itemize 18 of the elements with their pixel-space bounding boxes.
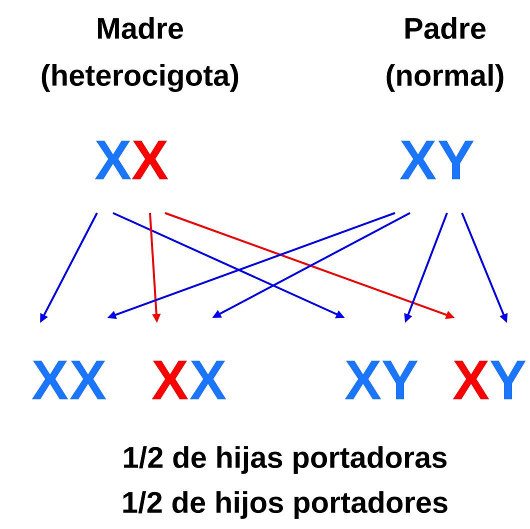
heading: Padre [405, 17, 486, 39]
note: 1/2 de hijas portadoras [124, 446, 447, 474]
chromosome-letter: Y [438, 140, 474, 180]
chromosome-letter: X [32, 360, 68, 400]
heading: (normal) [386, 64, 504, 92]
note: 1/2 de hijos portadores [123, 491, 448, 519]
chromosome-letter: X [70, 360, 106, 400]
chromosome-letter: X [152, 360, 188, 400]
chromosome-letter: X [400, 140, 436, 180]
chromosome-letter: Y [490, 360, 526, 400]
chromosome-letter: X [132, 140, 168, 180]
chromosome-letter: X [94, 140, 132, 180]
chromosome-letter: X [452, 360, 490, 400]
heading: Madre [98, 17, 183, 39]
chromosome-letter: Y [382, 360, 418, 400]
chromosome-letter: X [344, 360, 382, 400]
heading: (heterocigota) [42, 64, 238, 92]
chromosome-letter: X [190, 360, 226, 400]
